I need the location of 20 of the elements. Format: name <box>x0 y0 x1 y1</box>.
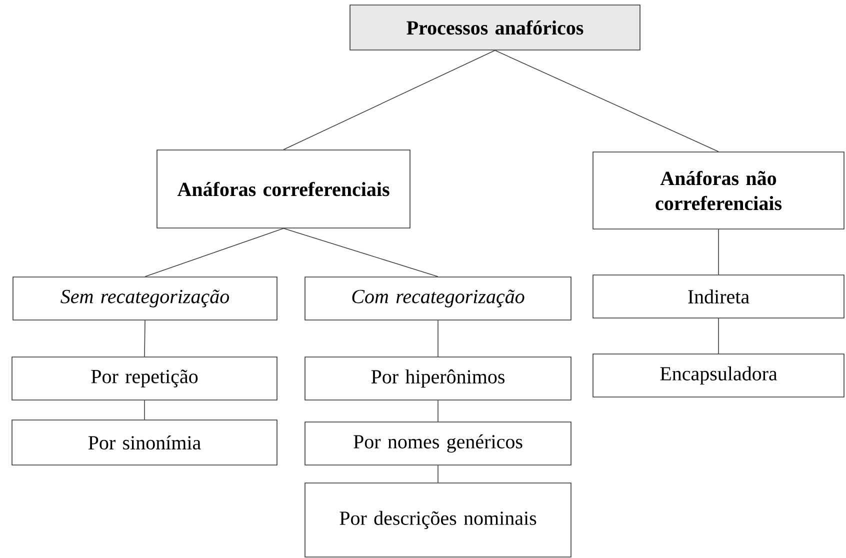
connector-line <box>718 229 719 275</box>
type-box: Por repetição <box>12 356 278 400</box>
type-box: Por sinonímia <box>12 420 278 466</box>
type-box: Encapsuladora <box>592 354 844 398</box>
connector-line <box>494 50 719 152</box>
subcategory-box: Com recategorização <box>304 276 572 320</box>
connector-line <box>144 400 145 420</box>
title-box: Processos anafóricos <box>350 4 640 50</box>
type-box: Por nomes genéricos <box>304 422 572 466</box>
subcategory-box: Sem recategorização <box>12 276 278 320</box>
category-box: Anáforas não correferenciais <box>592 152 844 230</box>
connector-line <box>283 50 496 150</box>
connector-line <box>144 320 146 357</box>
category-box: Anáforas correferenciais <box>156 150 410 228</box>
type-box: Por descrições nominais <box>304 482 572 558</box>
type-box: Por hiperônimos <box>304 356 572 400</box>
type-box: Indireta <box>592 274 844 318</box>
connector-line <box>144 228 284 277</box>
connector-line <box>718 318 719 354</box>
connector-line <box>283 228 438 277</box>
